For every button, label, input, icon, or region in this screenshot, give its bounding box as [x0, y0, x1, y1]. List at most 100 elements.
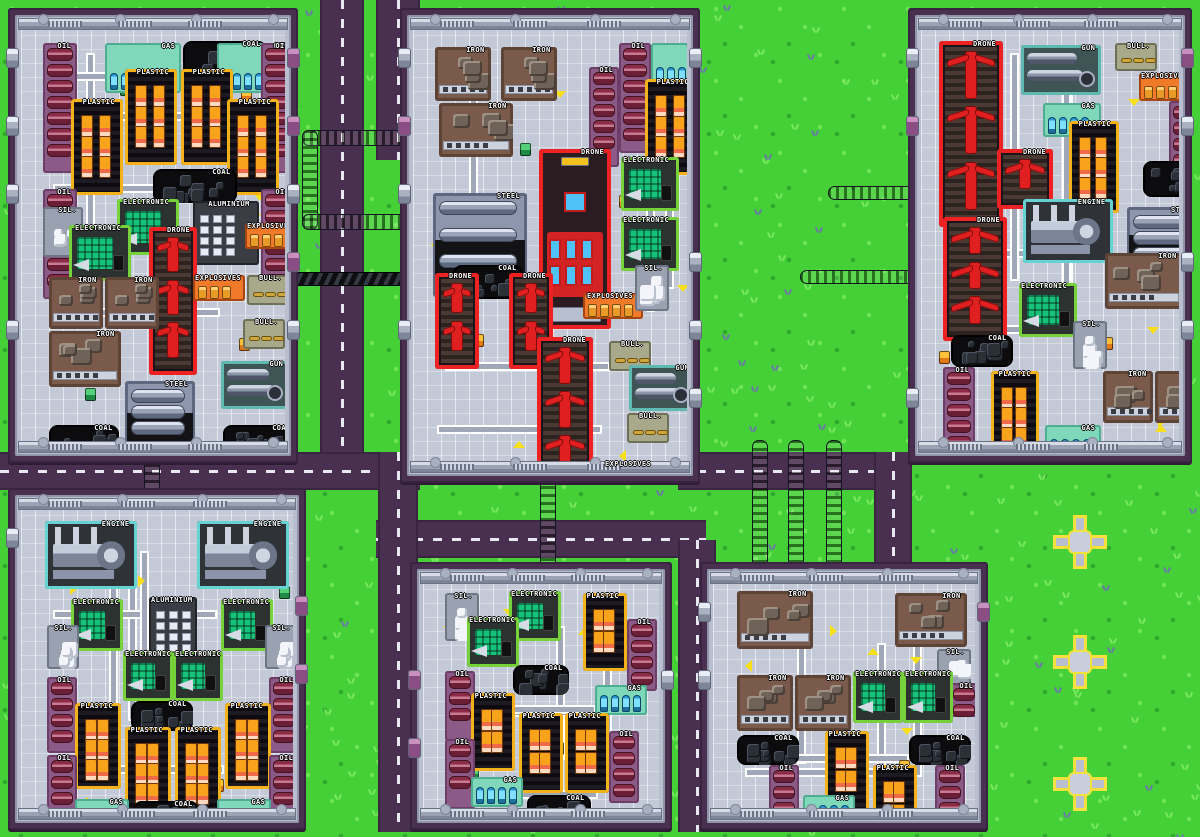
plot-bullet[interactable] — [627, 413, 669, 443]
plot-coal[interactable] — [909, 735, 971, 765]
plot-gun[interactable] — [629, 365, 687, 411]
plot-coal[interactable] — [737, 735, 799, 765]
plot-oil[interactable] — [943, 367, 975, 450]
plot-silicon[interactable] — [265, 625, 293, 669]
plot-coal[interactable] — [951, 335, 1013, 367]
plot-electronic[interactable] — [621, 157, 679, 211]
plot-explosives[interactable] — [583, 293, 643, 319]
plot-oil[interactable] — [47, 677, 77, 753]
wall-stud — [196, 804, 208, 815]
plot-iron[interactable] — [439, 103, 513, 157]
plot-oil[interactable] — [949, 683, 975, 717]
plot-plastic[interactable] — [991, 371, 1039, 450]
plot-electronic[interactable] — [173, 651, 223, 701]
plot-drone[interactable] — [435, 273, 479, 369]
plot-drone[interactable] — [939, 41, 1003, 227]
plot-iron[interactable] — [737, 591, 813, 649]
plot-plastic[interactable] — [125, 727, 171, 813]
plot-gas[interactable] — [471, 777, 523, 807]
plot-coal[interactable] — [1143, 161, 1179, 197]
plot-electronic[interactable] — [1019, 283, 1077, 337]
plot-iron[interactable] — [737, 675, 793, 731]
plot-electronic[interactable] — [71, 599, 123, 651]
gas-bottle — [1059, 117, 1067, 134]
plot-iron[interactable] — [895, 593, 967, 647]
plot-iron[interactable] — [105, 277, 159, 329]
plot-electronic[interactable] — [123, 651, 173, 701]
plot-electronic[interactable] — [221, 599, 273, 651]
plot-plastic[interactable] — [175, 727, 221, 813]
plot-bullet[interactable] — [243, 319, 285, 349]
plot-iron[interactable] — [795, 675, 851, 731]
plot-plastic[interactable] — [181, 69, 233, 165]
plot-oil[interactable] — [445, 671, 475, 741]
plastic-drum — [673, 136, 685, 159]
plot-coal[interactable] — [153, 169, 237, 203]
plot-iron[interactable] — [435, 47, 491, 101]
plot-electronic[interactable] — [621, 217, 679, 271]
plot-iron[interactable] — [49, 331, 121, 387]
plot-drone[interactable] — [537, 337, 593, 470]
plot-oil[interactable] — [627, 619, 657, 691]
build-node-3[interactable] — [1052, 756, 1108, 812]
plot-explosives[interactable] — [193, 275, 245, 301]
plot-plastic[interactable] — [565, 713, 609, 793]
gun-barrel — [1027, 53, 1077, 64]
plot-coal[interactable] — [513, 665, 569, 695]
district-top-center[interactable]: IRONIRONIRONOILOILGASPLASTICSTEELDRONEEL… — [398, 8, 702, 483]
district-top-right[interactable]: DRONEGUNBULL.EXPLOSIVESOILGASPLASTICDRON… — [906, 8, 1194, 463]
wall-stud — [670, 14, 681, 25]
plot-bullet[interactable] — [247, 275, 285, 305]
oil-tank — [265, 194, 285, 207]
build-node-1[interactable] — [1052, 514, 1108, 570]
plot-silicon[interactable] — [635, 265, 669, 311]
plot-aluminium[interactable] — [149, 597, 197, 653]
plot-plastic[interactable] — [1069, 121, 1119, 213]
district-top-left[interactable]: OILGASCOALGASOILPLASTICPLASTICPLASTICPLA… — [6, 8, 300, 463]
plot-explosives[interactable] — [1139, 73, 1179, 101]
build-node-2[interactable] — [1052, 634, 1108, 690]
plot-iron[interactable] — [1155, 371, 1179, 423]
plot-silicon[interactable] — [47, 625, 79, 669]
plot-electronic[interactable] — [903, 671, 953, 723]
plot-bullet[interactable] — [1115, 43, 1157, 71]
plot-plastic[interactable] — [583, 593, 627, 671]
plot-explosives[interactable] — [245, 223, 285, 249]
plot-gun[interactable] — [1021, 45, 1101, 95]
plot-iron[interactable] — [1105, 253, 1179, 309]
plot-plastic[interactable] — [71, 99, 123, 195]
wall-stud — [276, 804, 287, 815]
plot-gun[interactable] — [221, 361, 285, 409]
plot-drone[interactable] — [149, 227, 197, 375]
plot-label: BULL. — [621, 340, 645, 348]
plot-plastic[interactable] — [75, 703, 121, 789]
plot-iron[interactable] — [1103, 371, 1153, 423]
plot-drone[interactable] — [943, 217, 1007, 341]
plot-plastic[interactable] — [225, 703, 271, 789]
plot-iron[interactable] — [501, 47, 557, 101]
plot-electronic[interactable] — [467, 617, 519, 667]
plot-plastic[interactable] — [471, 693, 515, 771]
plot-electronic[interactable] — [69, 225, 131, 281]
plot-engine[interactable] — [197, 521, 289, 589]
plot-coal[interactable] — [131, 701, 193, 731]
plot-oil[interactable] — [609, 731, 639, 803]
plot-plastic[interactable] — [125, 69, 177, 165]
plot-silicon[interactable] — [1073, 321, 1107, 369]
link-drop-center — [540, 470, 556, 580]
plot-steel[interactable] — [125, 381, 195, 450]
plot-iron[interactable] — [49, 277, 103, 329]
plot-engine[interactable] — [1023, 199, 1113, 263]
plot-engine[interactable] — [45, 521, 137, 589]
plot-gas[interactable] — [595, 685, 647, 715]
plot-electronic[interactable] — [853, 671, 903, 723]
wall-vent — [948, 21, 982, 27]
plot-plastic[interactable] — [519, 713, 563, 793]
plot-oil[interactable] — [445, 739, 475, 809]
coal-lump — [154, 708, 163, 717]
plot-oil[interactable] — [269, 677, 293, 753]
